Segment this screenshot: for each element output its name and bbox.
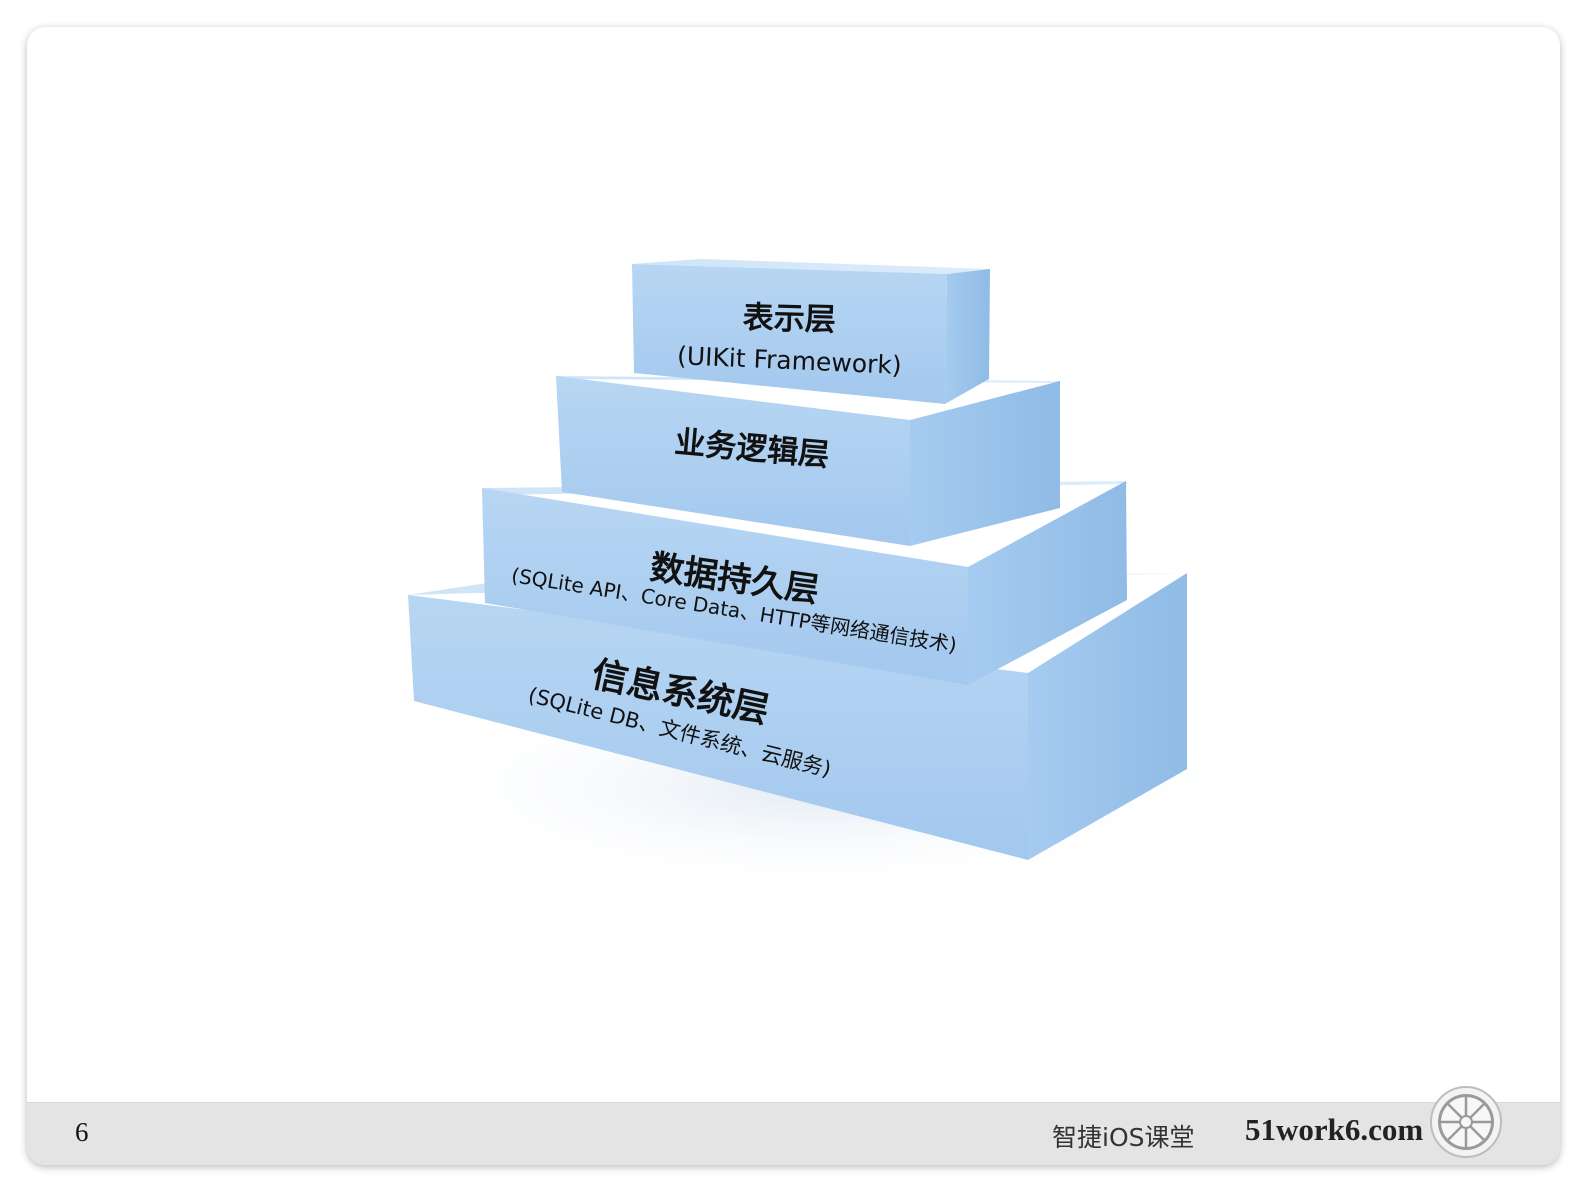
layer-presentation: [632, 259, 990, 404]
layer-presentation-top-face: [632, 259, 990, 274]
site-url: 51work6.com: [1245, 1112, 1424, 1147]
layer-1-title: 表示层: [742, 300, 836, 338]
layer-pyramid-diagram: 表示层 (UIKit Framework) 业务逻辑层 数据持久层 (SQLit…: [387, 259, 1247, 897]
layer-data-persistence-front-face: [482, 488, 968, 685]
layer-presentation-side-face: [945, 269, 990, 404]
course-name: 智捷iOS课堂: [1052, 1123, 1195, 1152]
layer-information-system-side-face: [1028, 573, 1187, 860]
slide: 表示层 (UIKit Framework) 业务逻辑层 数据持久层 (SQLit…: [27, 27, 1560, 1165]
layer-business-logic-side-face: [910, 381, 1060, 546]
aperture-logo-icon: [1430, 1086, 1502, 1158]
layer-data-persistence-side-face: [968, 481, 1127, 685]
footer-bar: 6 智捷iOS课堂 51work6.com: [27, 1086, 1560, 1165]
layer-presentation-front-face: [632, 264, 947, 404]
layer-business-logic-front-face: [556, 376, 910, 546]
layer-business-logic: [556, 376, 1060, 546]
page-number: 6: [75, 1117, 89, 1147]
